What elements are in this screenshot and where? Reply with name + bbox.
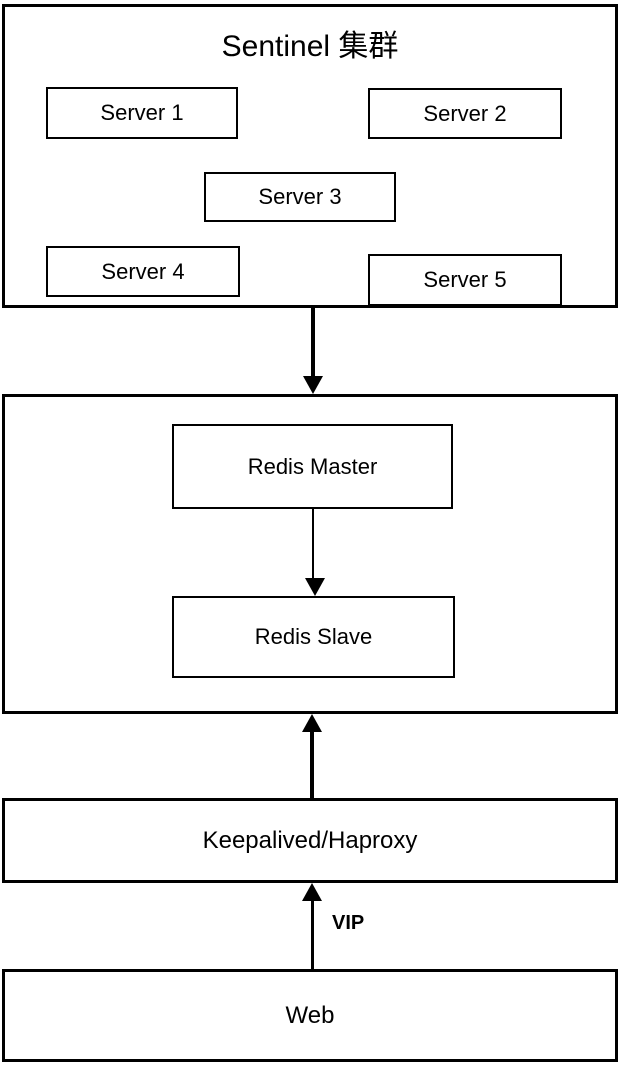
arrow-down-icon xyxy=(303,376,323,394)
arrow-up-icon xyxy=(302,714,322,732)
redis-master-label: Redis Master xyxy=(247,453,378,479)
server-4-label: Server 4 xyxy=(101,258,185,284)
arrow-line xyxy=(312,509,314,580)
server-3-label: Server 3 xyxy=(258,184,342,209)
web-label: Web xyxy=(285,1001,335,1029)
arrow-line xyxy=(311,899,314,969)
keepalived-haproxy-box: Keepalived/Haproxy xyxy=(2,798,618,883)
arrow-up-icon xyxy=(302,883,322,901)
web-box: Web xyxy=(2,969,618,1062)
vip-label: VIP xyxy=(332,912,365,934)
server-5-label: Server 5 xyxy=(423,267,507,292)
keepalived-haproxy-label: Keepalived/Haproxy xyxy=(202,826,418,854)
server-3-box: Server 3 xyxy=(204,172,396,222)
arrow-line xyxy=(310,730,314,798)
server-4-box: Server 4 xyxy=(46,246,240,297)
arrow-down-icon xyxy=(305,578,325,596)
server-5-box: Server 5 xyxy=(368,254,562,306)
server-2-box: Server 2 xyxy=(368,88,562,139)
server-2-label: Server 2 xyxy=(423,100,507,126)
server-1-label: Server 1 xyxy=(100,100,184,125)
sentinel-cluster-title: Sentinel 集群 xyxy=(221,30,399,63)
redis-slave-label: Redis Slave xyxy=(254,624,373,649)
redis-master-box: Redis Master xyxy=(172,424,453,509)
server-1-box: Server 1 xyxy=(46,87,238,139)
redis-slave-box: Redis Slave xyxy=(172,596,455,678)
sentinel-cluster-box: Sentinel 集群 Server 1 Server 2 Server 3 S… xyxy=(2,4,618,308)
arrow-line xyxy=(311,308,315,378)
